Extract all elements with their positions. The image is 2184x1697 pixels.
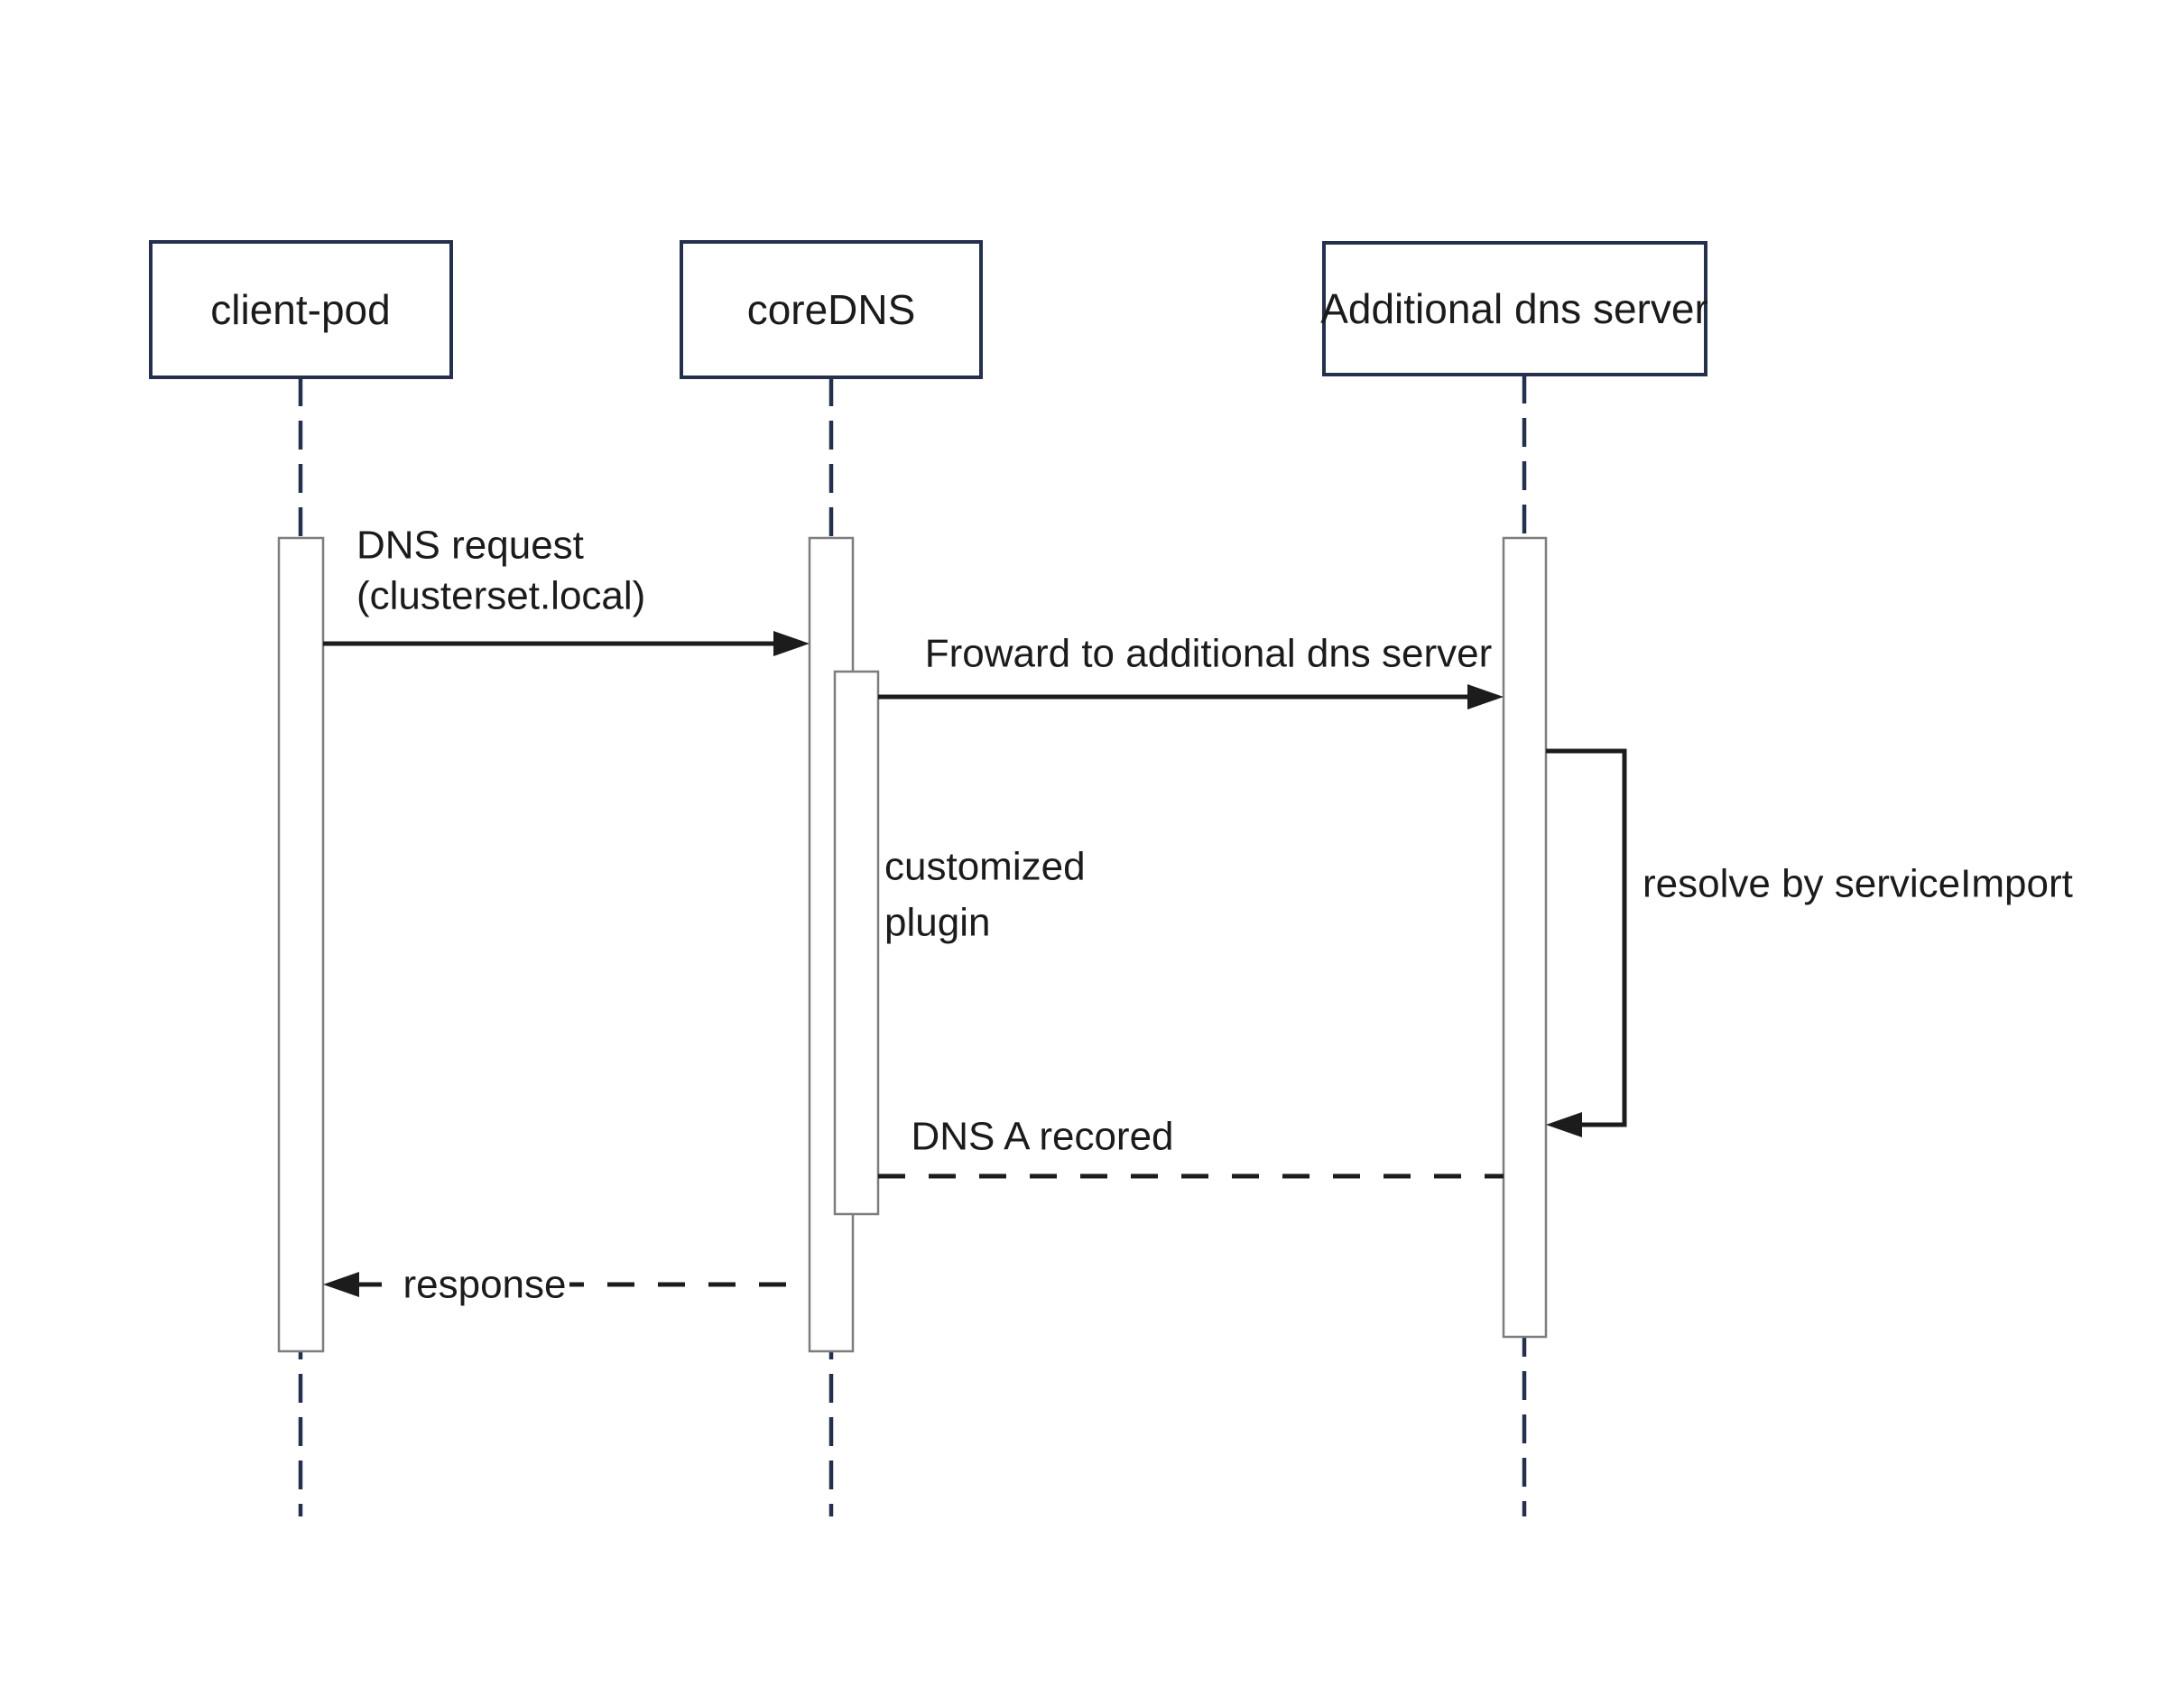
- actor-label-client-pod: client-pod: [210, 286, 390, 333]
- message-response: response: [323, 1262, 810, 1309]
- customized-plugin-label: customized plugin: [884, 845, 1086, 945]
- actor-additional-dns: Additional dns server: [1320, 241, 1708, 376]
- activation-bar-coredns-plugin: [833, 670, 880, 1216]
- message-resolve-self-call: resolve by serviceImport: [1546, 748, 2073, 1137]
- message-dns-a-record: DNS A recored: [878, 1115, 1504, 1179]
- response-label: response: [403, 1263, 566, 1307]
- actor-coredns: coreDNS: [680, 240, 983, 379]
- forward-arrowhead-icon: [1467, 684, 1504, 709]
- actor-box-additional-dns: [1322, 241, 1707, 376]
- dns-a-record-label: DNS A recored: [911, 1115, 1173, 1159]
- response-label-background: [400, 1262, 569, 1309]
- resolve-label: resolve by serviceImport: [1643, 862, 2073, 906]
- actor-client-pod: client-pod: [149, 240, 453, 379]
- actor-box-coredns: [680, 240, 983, 379]
- actor-label-coredns: coreDNS: [747, 286, 916, 333]
- resolve-arrowhead-icon: [1546, 1112, 1582, 1137]
- forward-label: Froward to additional dns server: [925, 632, 1493, 676]
- response-arrowhead-icon: [323, 1272, 359, 1297]
- actor-label-additional-dns: Additional dns server: [1320, 285, 1708, 332]
- resolve-self-loop-line: [1546, 748, 1627, 1127]
- customized-plugin-label-line2: plugin: [884, 901, 990, 945]
- activation-bar-additional-dns: [1502, 536, 1548, 1339]
- message-dns-request: DNS request (clusterset.local): [323, 524, 810, 656]
- dns-request-label-line2: (clusterset.local): [356, 574, 645, 618]
- activation-bar-client-pod: [277, 536, 325, 1353]
- dns-request-arrowhead-icon: [773, 631, 810, 656]
- dns-request-label-line1: DNS request: [356, 524, 584, 568]
- customized-plugin-label-line1: customized: [884, 845, 1086, 889]
- message-forward: Froward to additional dns server: [878, 632, 1504, 709]
- actor-box-client-pod: [149, 240, 453, 379]
